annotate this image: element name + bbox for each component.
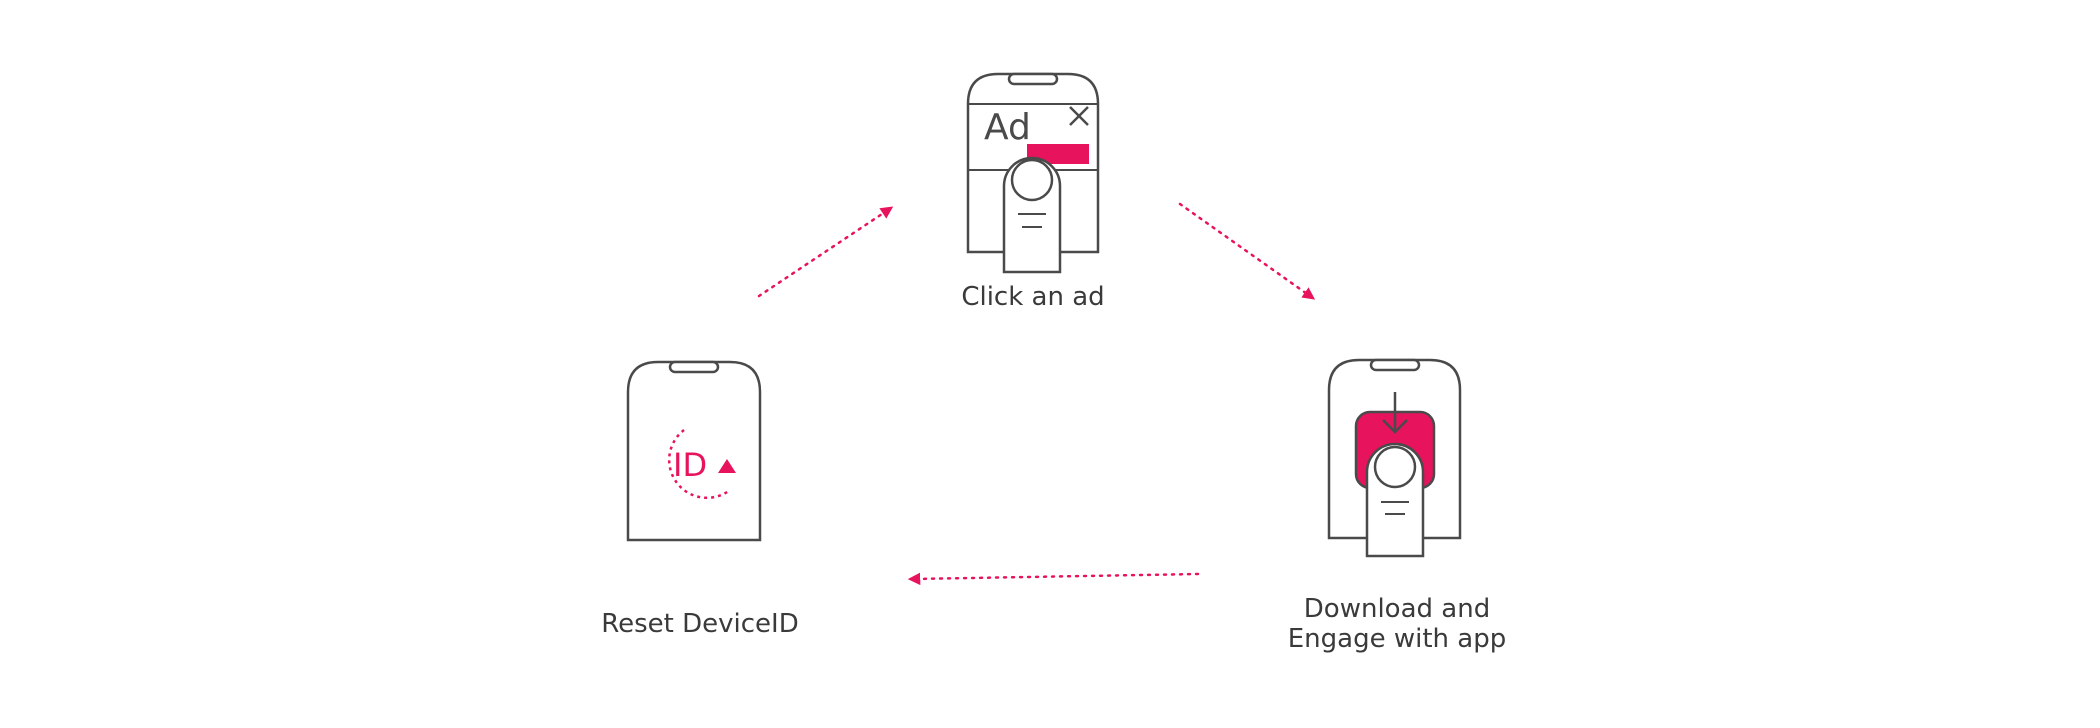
id-text: ID	[673, 446, 707, 484]
close-icon	[1069, 106, 1089, 126]
download-engage-label: Download and Engage with app	[1207, 594, 1587, 654]
download-engage-label-line-1: Download and	[1303, 594, 1491, 624]
refresh-id-icon	[667, 429, 736, 500]
flow-arrow-reset-to-click	[757, 206, 894, 298]
finger-tap-icon	[1365, 442, 1425, 558]
ad-text: Ad	[984, 107, 1031, 148]
finger-tap-icon	[1002, 156, 1062, 274]
reset-device-id-phone-icon	[626, 360, 762, 542]
flow-arrow-download-to-reset	[907, 572, 1200, 586]
reset-device-id-label: Reset DeviceID	[601, 609, 799, 639]
download-arrow-icon	[1382, 392, 1408, 434]
download-engage-label-line-2: Engage with app	[1287, 624, 1507, 654]
click-ad-label: Click an ad	[961, 282, 1105, 312]
flow-arrow-click-to-download	[1178, 202, 1316, 300]
